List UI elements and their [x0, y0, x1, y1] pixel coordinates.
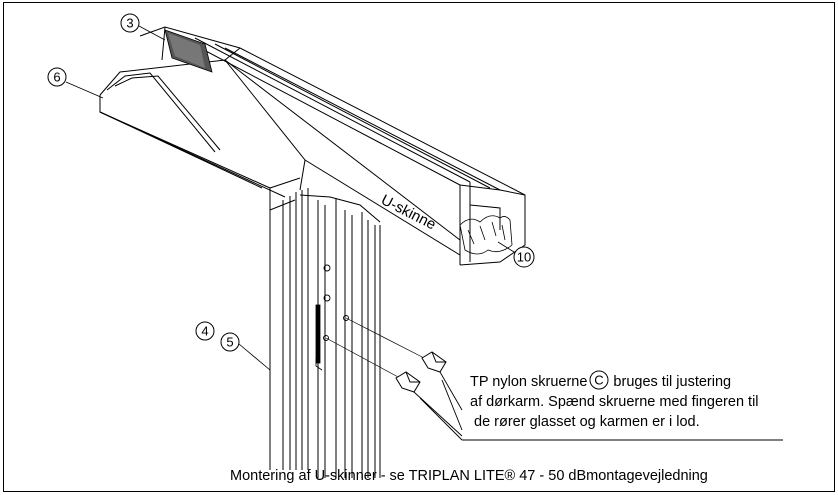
nylon-screw-lower [395, 371, 421, 393]
note-line-1-suffix: bruges til justering [609, 374, 732, 390]
instruction-note: TP nylon skruerne bruges til justering a… [470, 372, 759, 432]
callout-6-number: 6 [53, 70, 60, 85]
screw-callout-circle [589, 370, 609, 390]
callout-10-number: 10 [517, 250, 531, 265]
callout-10 [497, 241, 535, 268]
note-prefix: TP nylon skruerne [470, 374, 588, 390]
note-line-1: TP nylon skruerne bruges til justering [470, 372, 759, 392]
door-frame [99, 59, 309, 470]
screw-callout-letter: C [594, 373, 603, 388]
note-line-2: af dørkarm. Spænd skruerne med fingeren … [470, 394, 759, 410]
frame-screw-holes [323, 264, 349, 341]
drawing-border [3, 2, 835, 492]
callout-3 [120, 13, 166, 41]
callout-4-number: 4 [201, 324, 208, 339]
callout-6 [47, 67, 104, 99]
hinge-plate [315, 304, 323, 371]
rail-label: U-skinne [378, 191, 438, 233]
note-pointer-lines [413, 371, 463, 441]
nylon-screw-upper [421, 351, 447, 373]
u-rail [139, 26, 526, 266]
note-line-3: de rører glasset og karmen er i lod. [474, 414, 700, 430]
screw-leader-lines [325, 317, 429, 379]
callout-3-number: 3 [126, 16, 133, 31]
callout-5-number: 5 [226, 335, 233, 350]
glass-pane-end [459, 215, 513, 255]
frame-profile-channels [299, 194, 381, 478]
callout-5 [220, 332, 271, 371]
caption: Montering af U-skinner - se TRIPLAN LITE… [230, 468, 708, 484]
callout-4 [195, 321, 215, 341]
